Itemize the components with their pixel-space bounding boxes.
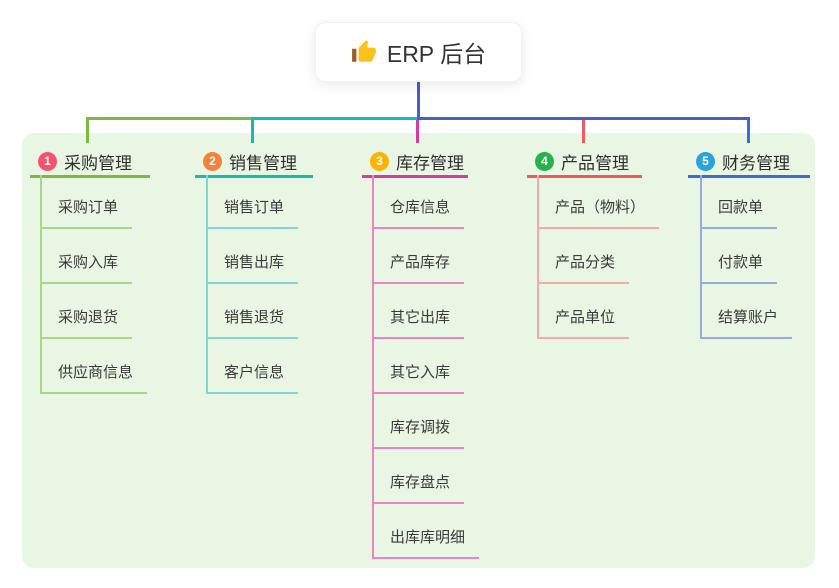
branch-number-badge: 2: [203, 151, 222, 171]
branch-item[interactable]: 回款单: [700, 198, 778, 229]
branch-number-badge: 4: [535, 151, 554, 171]
branch-node-sales[interactable]: 2 销售管理: [195, 150, 313, 178]
branch-item[interactable]: 产品单位: [537, 308, 630, 339]
branch-drop-line-product: [582, 117, 585, 143]
branch-label: 库存管理: [396, 153, 464, 173]
branches-panel: [22, 133, 815, 568]
branch-item[interactable]: 客户信息: [206, 363, 299, 394]
branch-number-badge: 5: [696, 151, 715, 171]
branch-spine-line-sales: [206, 175, 208, 394]
branch-number-badge: 1: [38, 151, 57, 171]
branch-item[interactable]: 产品库存: [372, 253, 465, 284]
branch-label: 产品管理: [561, 153, 629, 173]
thumbs-up-icon: [351, 39, 377, 65]
branch-drop-line-sales: [251, 117, 254, 143]
branch-item[interactable]: 销售订单: [206, 198, 299, 229]
branch-drop-line-purchase: [86, 117, 89, 143]
root-node[interactable]: ERP 后台: [315, 22, 522, 82]
branch-item[interactable]: 出库库明细: [372, 528, 480, 559]
trunk-segment-green: [86, 117, 253, 120]
branch-node-purchase[interactable]: 1 采购管理: [30, 150, 150, 178]
root-connector-line: [417, 81, 420, 120]
branch-label: 财务管理: [722, 153, 790, 173]
branch-item[interactable]: 其它入库: [372, 363, 465, 394]
branch-item[interactable]: 结算账户: [700, 308, 793, 339]
branch-label: 采购管理: [64, 153, 132, 173]
branch-label: 销售管理: [229, 153, 297, 173]
branch-node-product[interactable]: 4 产品管理: [527, 150, 642, 178]
branch-item[interactable]: 采购入库: [40, 253, 133, 284]
branch-drop-line-inventory: [416, 117, 419, 143]
branch-item[interactable]: 销售退货: [206, 308, 299, 339]
branch-spine-line-inventory: [372, 175, 374, 559]
branch-drop-line-finance: [747, 117, 750, 143]
branch-item[interactable]: 产品（物料）: [537, 198, 660, 229]
branch-spine-line-finance: [700, 175, 702, 339]
branch-number-badge: 3: [370, 151, 389, 171]
branch-item[interactable]: 供应商信息: [40, 363, 148, 394]
branch-item[interactable]: 采购订单: [40, 198, 133, 229]
branch-item[interactable]: 仓库信息: [372, 198, 465, 229]
branch-item[interactable]: 付款单: [700, 253, 778, 284]
branch-item[interactable]: 产品分类: [537, 253, 630, 284]
branch-node-finance[interactable]: 5 财务管理: [688, 150, 810, 178]
branch-item[interactable]: 采购退货: [40, 308, 133, 339]
branch-spine-line-product: [537, 175, 539, 339]
branch-spine-line-purchase: [40, 175, 42, 394]
branch-item[interactable]: 库存盘点: [372, 473, 465, 504]
branch-item[interactable]: 其它出库: [372, 308, 465, 339]
trunk-segment-teal: [251, 117, 419, 120]
trunk-segment-blue: [417, 117, 750, 120]
root-title: ERP 后台: [386, 41, 487, 67]
branch-item[interactable]: 库存调拨: [372, 418, 465, 449]
branch-item[interactable]: 销售出库: [206, 253, 299, 284]
branch-node-inventory[interactable]: 3 库存管理: [362, 150, 468, 178]
